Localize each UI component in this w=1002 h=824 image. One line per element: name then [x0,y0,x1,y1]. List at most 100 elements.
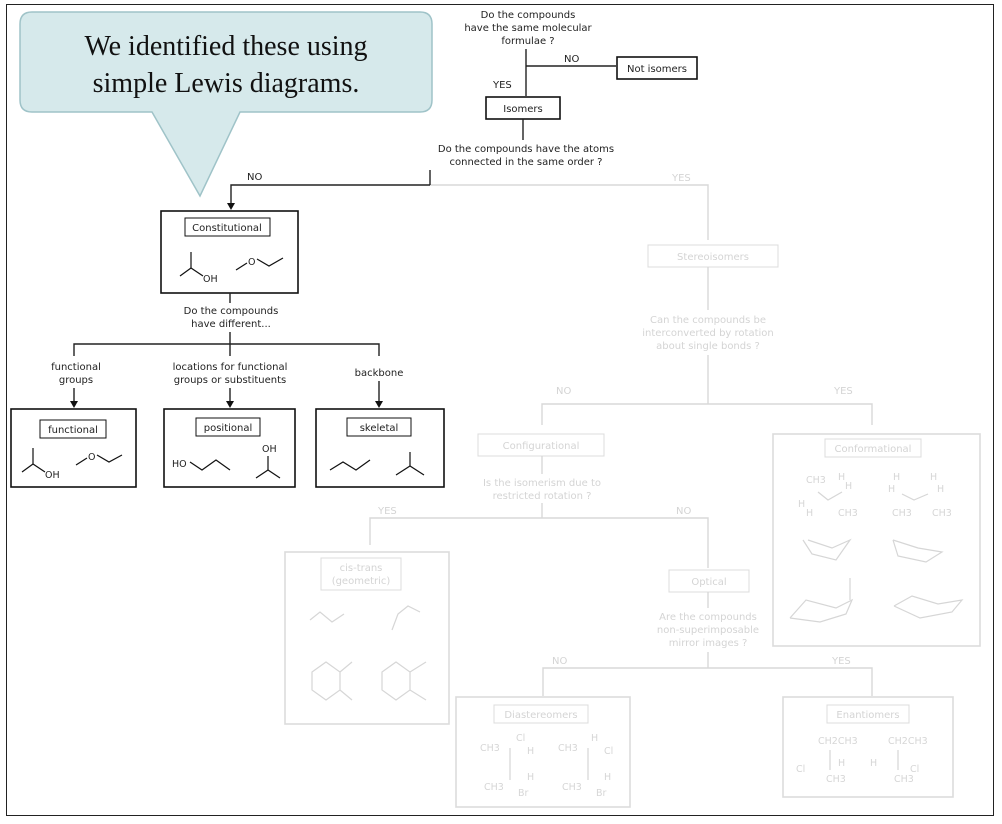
conformational-label: Conformational [835,444,912,455]
yes-label-cistrans: YES [377,506,397,517]
svg-text:CH3: CH3 [480,743,500,754]
svg-text:CH3: CH3 [838,508,858,519]
svg-text:CH3: CH3 [484,782,504,793]
q6-line1: Are the compounds [659,612,757,623]
q2-line2: connected in the same order ? [450,157,603,168]
branch-locations-line1: locations for functional [173,362,288,373]
no-label-config: NO [556,386,571,397]
constitutional-label: Constitutional [192,223,262,234]
svg-text:CH3: CH3 [826,774,846,785]
enantiomer-sketches: CH2CH3 Cl H CH3 CH2CH3 H Cl CH3 [796,736,928,785]
svg-text:Cl: Cl [910,764,919,775]
svg-text:H: H [806,508,813,519]
svg-text:H: H [798,499,805,510]
branch-locations-line2: groups or substituents [174,375,287,386]
positional-molecules: HO OH [172,444,281,479]
functional-label: functional [48,425,98,436]
no-label-diastereo: NO [552,656,567,667]
q3-line1: Do the compounds [184,306,279,317]
diastereomer-sketches: Cl CH3 H H CH3 Br H CH3 Cl H CH3 Br [480,733,613,799]
cis-trans-label-box [320,557,402,591]
enantiomers-label-box [826,704,910,724]
configurational-box [477,433,605,457]
svg-text:H: H [893,472,900,483]
conformational-label-box [824,438,922,458]
configurational-label: Configurational [503,441,580,452]
svg-text:H: H [604,772,611,783]
positional-label: positional [204,423,253,434]
q4-line3: about single bonds ? [656,341,760,352]
skeletal-label: skeletal [360,423,399,434]
svg-text:H: H [527,746,534,757]
enantiomers-label: Enantiomers [836,710,899,721]
svg-text:CH2CH3: CH2CH3 [818,736,858,747]
q1-line1: Do the compounds [481,10,576,21]
svg-text:OH: OH [262,444,277,455]
stereoisomers-label: Stereoisomers [677,252,749,263]
not-isomers-box [616,56,698,80]
svg-text:H: H [838,758,845,769]
svg-text:OH: OH [45,470,60,481]
svg-text:CH3: CH3 [892,508,912,519]
q6-line3: mirror images ? [669,638,748,649]
isomers-label: Isomers [503,104,543,115]
functional-molecules: OH O [21,448,123,481]
svg-text:H: H [870,758,877,769]
svg-text:CH3: CH3 [932,508,952,519]
yes-label-enantio: YES [831,656,851,667]
q5-line2: restricted rotation ? [493,491,592,502]
svg-text:H: H [930,472,937,483]
conformational-box [772,433,981,647]
yes-label-conform: YES [833,386,853,397]
callout-line1: We identified these using [84,31,367,62]
svg-text:CH3: CH3 [894,774,914,785]
branch-functional-line2: groups [59,375,93,386]
svg-text:Cl: Cl [604,746,613,757]
positional-label-box [195,417,261,437]
no-label-optical: NO [676,506,691,517]
svg-text:H: H [845,481,852,492]
svg-text:CH2CH3: CH2CH3 [888,736,928,747]
constitutional-label-box [184,217,271,237]
svg-text:O: O [88,452,95,463]
skeletal-label-box [346,417,412,437]
svg-text:OH: OH [203,274,218,285]
branch-functional-line1: functional [51,362,101,373]
svg-text:CH3: CH3 [562,782,582,793]
svg-text:Br: Br [596,788,607,799]
q2-line1: Do the compounds have the atoms [438,144,614,155]
svg-text:HO: HO [172,459,187,470]
diastereomers-label-box [493,704,589,724]
diastereomers-label: Diastereomers [504,710,577,721]
q4-line2: interconverted by rotation [642,328,773,339]
svg-text:H: H [838,472,845,483]
no-label-not-isomers: NO [564,54,579,65]
optical-label: Optical [691,577,726,588]
callout-bubble: We identified these using simple Lewis d… [19,11,433,198]
svg-text:Br: Br [518,788,529,799]
svg-text:Cl: Cl [516,733,525,744]
constitutional-molecules: OH O [179,252,284,285]
callout-line2: simple Lewis diagrams. [93,68,360,99]
functional-label-box [39,419,107,439]
yes-label-stereo: YES [671,173,691,184]
q5-line1: Is the isomerism due to [483,478,601,489]
active-flow: Do the compounds have the same molecular… [10,10,698,488]
stereoisomers-box [647,244,779,268]
cis-trans-label-line1: cis-trans [340,563,383,574]
cis-trans-sketches [309,605,427,701]
svg-text:Cl: Cl [796,764,805,775]
yes-label-isomers: YES [492,80,512,91]
conformer-sketches: CH3 H H H H CH3 H H H H CH3 CH3 [789,472,964,623]
slide-frame [6,4,994,816]
q1-line3: formulae ? [501,36,554,47]
branch-backbone: backbone [355,368,404,379]
svg-text:H: H [591,733,598,744]
svg-text:CH3: CH3 [558,743,578,754]
faded-stereoisomer-branch: YES Stereoisomers Can the compounds be i… [284,173,981,808]
q4-line1: Can the compounds be [650,315,766,326]
q6-line2: non-superimposable [657,625,759,636]
cis-trans-label-line2: (geometric) [332,576,391,587]
q1-line2: have the same molecular [464,23,592,34]
